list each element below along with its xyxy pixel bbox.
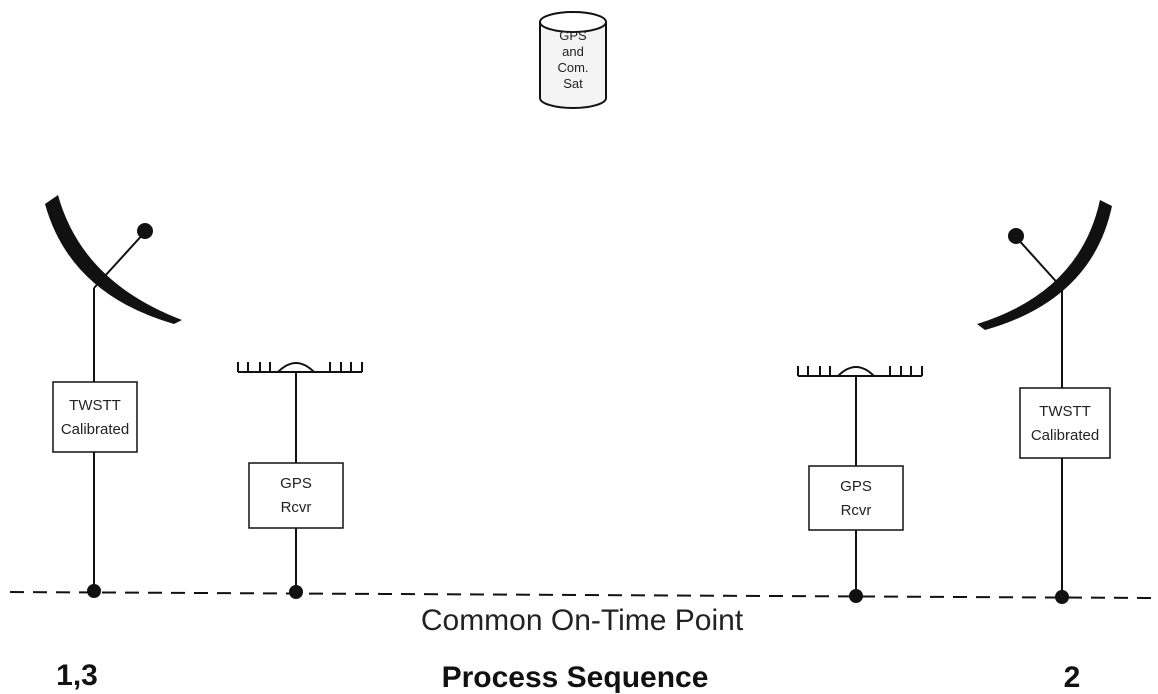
left-dish-antenna-icon — [45, 195, 182, 324]
right-gps-line-1: GPS — [840, 478, 872, 495]
left-gps-receiver-box: GPS Rcvr — [248, 462, 344, 529]
satellite-label-line-2: and — [562, 44, 584, 59]
sequence-left-label: 1,3 — [56, 659, 98, 692]
station-connector-lines — [93, 288, 1063, 596]
process-sequence-title: Process Sequence — [442, 661, 709, 694]
right-twstt-box: TWSTT Calibrated — [1019, 387, 1111, 459]
left-gps-antenna-icon — [237, 362, 363, 373]
right-dish-antenna-icon — [977, 200, 1112, 330]
satellite-icon: GPS and Com. Sat — [539, 11, 607, 109]
baseline-points — [87, 584, 1069, 604]
right-gps-antenna-icon — [797, 366, 923, 377]
common-on-time-point-label: Common On-Time Point — [421, 604, 744, 637]
right-twstt-line-1: TWSTT — [1039, 403, 1091, 420]
left-twstt-line-1: TWSTT — [69, 397, 121, 414]
baseline-point-right-gps — [849, 589, 863, 603]
left-twstt-line-2: Calibrated — [61, 421, 129, 438]
baseline-point-left-gps — [289, 585, 303, 599]
sequence-right-label: 2 — [1064, 661, 1081, 694]
left-gps-line-2: Rcvr — [281, 499, 312, 516]
satellite-label-line-3: Com. — [557, 60, 588, 75]
right-twstt-line-2: Calibrated — [1031, 427, 1099, 444]
right-gps-line-2: Rcvr — [841, 502, 872, 519]
satellite-label-line-4: Sat — [563, 76, 583, 91]
left-twstt-box: TWSTT Calibrated — [52, 381, 138, 453]
right-gps-receiver-box: GPS Rcvr — [808, 465, 904, 531]
baseline-point-right-twstt — [1055, 590, 1069, 604]
left-gps-line-1: GPS — [280, 475, 312, 492]
common-on-time-baseline — [9, 591, 1153, 599]
baseline-point-left-twstt — [87, 584, 101, 598]
satellite-label-line-1: GPS — [559, 28, 587, 43]
